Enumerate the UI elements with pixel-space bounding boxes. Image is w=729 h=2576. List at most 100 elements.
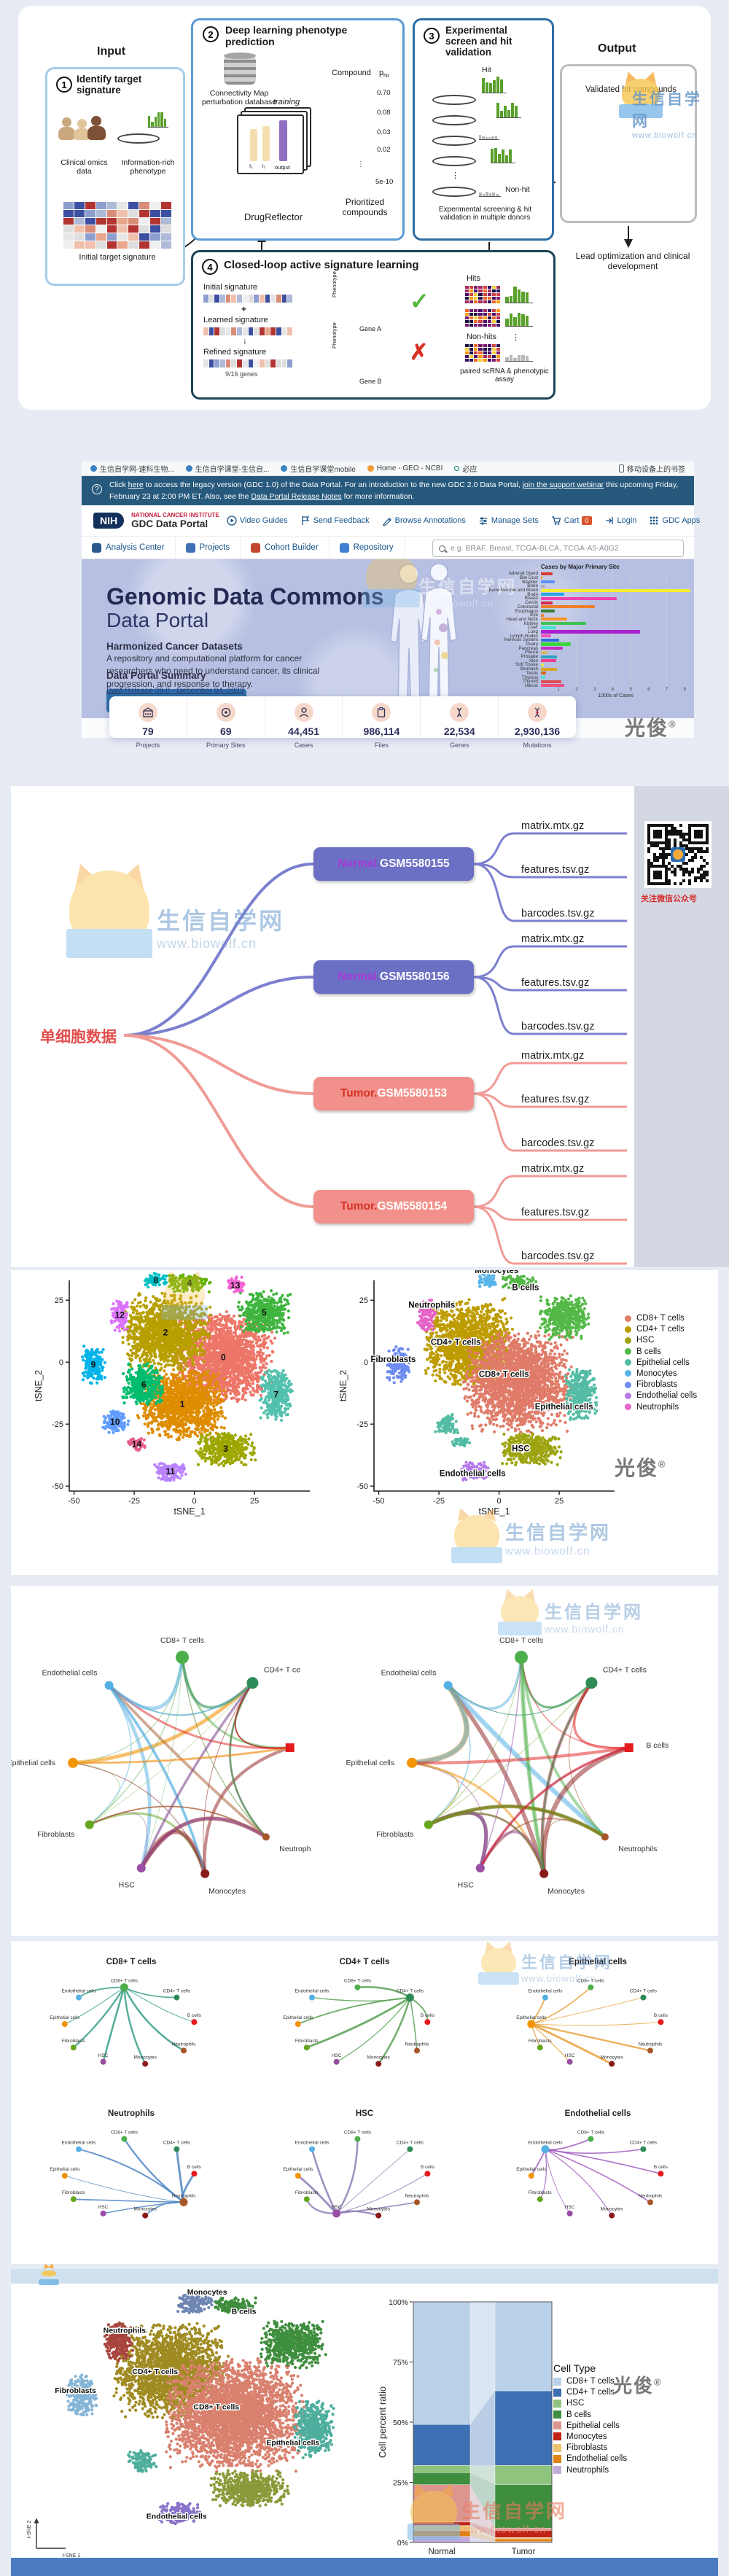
legend-swatch bbox=[553, 2399, 561, 2408]
human-silhouettes bbox=[390, 563, 457, 715]
nav-projects[interactable]: Projects bbox=[176, 537, 241, 559]
release-link[interactable]: Data Release 39.0 - December 04, 2023 bbox=[106, 683, 244, 696]
banner-link[interactable]: join the support webinar bbox=[523, 480, 604, 489]
chart-row: Brain bbox=[472, 592, 694, 597]
legend-item: B cells bbox=[625, 1347, 697, 1356]
bookmark-mobile-folder[interactable]: 移动设备上的书签 bbox=[619, 463, 685, 474]
mindmap-leaf-file[interactable]: barcodes.tsv.gz bbox=[521, 1021, 594, 1032]
mindmap-leaf-file[interactable]: matrix.mtx.gz bbox=[521, 820, 584, 832]
box-identify-target-signature: 1 Identify target signature Clinical omi… bbox=[45, 67, 185, 286]
model-card: I₁ I₂ output bbox=[237, 114, 304, 174]
output-label: Output bbox=[598, 42, 636, 55]
mindmap-node-GSM5580156[interactable]: Normal.GSM5580156 bbox=[313, 960, 474, 994]
projects-icon bbox=[138, 703, 157, 722]
chart-bar bbox=[541, 613, 544, 617]
chart-row: Ovary bbox=[472, 642, 694, 647]
input-label: Input bbox=[97, 45, 125, 58]
mindmap-leaf-file[interactable]: barcodes.tsv.gz bbox=[521, 908, 594, 919]
hits-bar-chart-icon bbox=[505, 286, 533, 303]
chart-row-label: Nervous System bbox=[472, 637, 541, 642]
hits-bar-chart-icon bbox=[505, 309, 533, 327]
banner-link[interactable]: Data Portal Release Notes bbox=[251, 492, 341, 501]
mindmap-leaf-file[interactable]: matrix.mtx.gz bbox=[521, 1163, 584, 1175]
nav-cohort-builder[interactable]: Cohort Builder bbox=[241, 537, 330, 559]
gene-b-label: Gene B bbox=[359, 378, 382, 385]
mindmap-leaf-file[interactable]: features.tsv.gz bbox=[521, 977, 589, 989]
nav-repository[interactable]: Repository bbox=[330, 537, 405, 559]
phenotype-axis-label: Phenotype bbox=[331, 271, 338, 297]
chart-row-label: Stomach bbox=[472, 666, 541, 672]
mindmap-leaf-file[interactable]: barcodes.tsv.gz bbox=[521, 1137, 594, 1149]
bookmark-item[interactable]: 生信自学课堂-生信自... bbox=[185, 463, 269, 474]
mindmap-leaf-file[interactable]: matrix.mtx.gz bbox=[521, 1050, 584, 1062]
menu-manage-sets[interactable]: Manage Sets bbox=[478, 515, 539, 526]
mindmap-node-GSM5580155[interactable]: Normal.GSM5580155 bbox=[313, 847, 474, 881]
chart-bar bbox=[541, 647, 563, 650]
menu-gdc-apps[interactable]: GDC Apps bbox=[649, 515, 700, 526]
bookmark-item[interactable]: Home - GEO - NCBI bbox=[367, 464, 443, 472]
nav-icon bbox=[92, 542, 101, 553]
chart-row: Soft Tissue bbox=[472, 662, 694, 667]
bookmark-item[interactable]: 生信自学课堂mobile bbox=[281, 463, 356, 474]
chart-row-label: Bone bbox=[472, 583, 541, 588]
gsm-id: GSM5580156 bbox=[380, 970, 450, 984]
cell-dish-icon bbox=[432, 156, 476, 166]
bar-chart-icon bbox=[148, 112, 168, 128]
mindmap-leaf-file[interactable]: features.tsv.gz bbox=[521, 864, 589, 876]
mindmap-node-GSM5580153[interactable]: Tumor.GSM5580153 bbox=[313, 1077, 474, 1110]
mindmap-leaf-file[interactable]: barcodes.tsv.gz bbox=[521, 1250, 594, 1262]
gdc-header-menu: Video Guides Send Feedback Browse Annotati… bbox=[227, 515, 700, 526]
menu-login[interactable]: Login bbox=[604, 515, 636, 526]
gene-a-label: Gene A bbox=[359, 325, 381, 332]
chart-bar bbox=[541, 622, 586, 626]
menu-video-guides[interactable]: Video Guides bbox=[227, 515, 288, 526]
svg-text:-25: -25 bbox=[52, 1420, 63, 1429]
bookmark-item[interactable]: 生信自学网-速科生物... bbox=[90, 463, 174, 474]
harmonized-datasets-header: Harmonized Cancer Datasets bbox=[106, 641, 243, 652]
chart-bar-area bbox=[541, 572, 690, 576]
step-4-number: 4 bbox=[202, 259, 218, 275]
box-deep-learning: 2 Deep learning phenotype prediction Con… bbox=[191, 18, 405, 241]
nonhits-heatmap bbox=[465, 344, 500, 362]
chart-row: Skin bbox=[472, 658, 694, 664]
nih-logo[interactable]: NIH bbox=[93, 513, 125, 529]
chart-row: Head and Neck bbox=[472, 617, 694, 622]
drugreflector-label: DrugReflector bbox=[226, 211, 321, 222]
legend-item: CD4+ T cells bbox=[625, 1325, 697, 1334]
sample-type: Tumor. bbox=[340, 1087, 378, 1100]
legend-swatch bbox=[553, 2410, 561, 2419]
hit-bar-chart-icon bbox=[491, 144, 515, 163]
guangjun-watermark: 光俊® bbox=[615, 1452, 667, 1482]
nav-analysis-center[interactable]: Analysis Center bbox=[82, 537, 176, 559]
bookmark-favicon bbox=[90, 465, 97, 472]
nci-label: NATIONAL CANCER INSTITUTE bbox=[131, 512, 219, 518]
bookmark-item[interactable]: 必应 bbox=[454, 463, 477, 474]
chart-row-label: Uterus bbox=[472, 683, 541, 688]
legend-dot bbox=[625, 1381, 631, 1388]
mindmap-leaf-file[interactable]: matrix.mtx.gz bbox=[521, 933, 584, 945]
play-icon bbox=[227, 515, 237, 526]
chart-row: Uterus bbox=[472, 683, 694, 688]
mindmap-node-GSM5580154[interactable]: Tumor.GSM5580154 bbox=[313, 1190, 474, 1223]
bookmark-favicon bbox=[185, 465, 192, 472]
output-label-small: output bbox=[275, 164, 290, 171]
svg-text:tSNE_2: tSNE_2 bbox=[34, 1370, 44, 1401]
menu-send-feedback[interactable]: Send Feedback bbox=[300, 515, 370, 526]
mindmap-leaf-file[interactable]: features.tsv.gz bbox=[521, 1207, 589, 1218]
banner-link[interactable]: here bbox=[128, 480, 144, 489]
step-3-number: 3 bbox=[424, 28, 440, 44]
stat-value: 69 bbox=[187, 725, 265, 737]
mindmap-leaf-file[interactable]: features.tsv.gz bbox=[521, 1094, 589, 1105]
menu-browse-annotations[interactable]: Browse Annotations bbox=[382, 515, 466, 526]
phit-header: phit bbox=[379, 69, 389, 79]
search-input[interactable]: e.g. BRAF, Breast, TCGA-BLCA, TCGA-A5-A0… bbox=[432, 540, 684, 557]
